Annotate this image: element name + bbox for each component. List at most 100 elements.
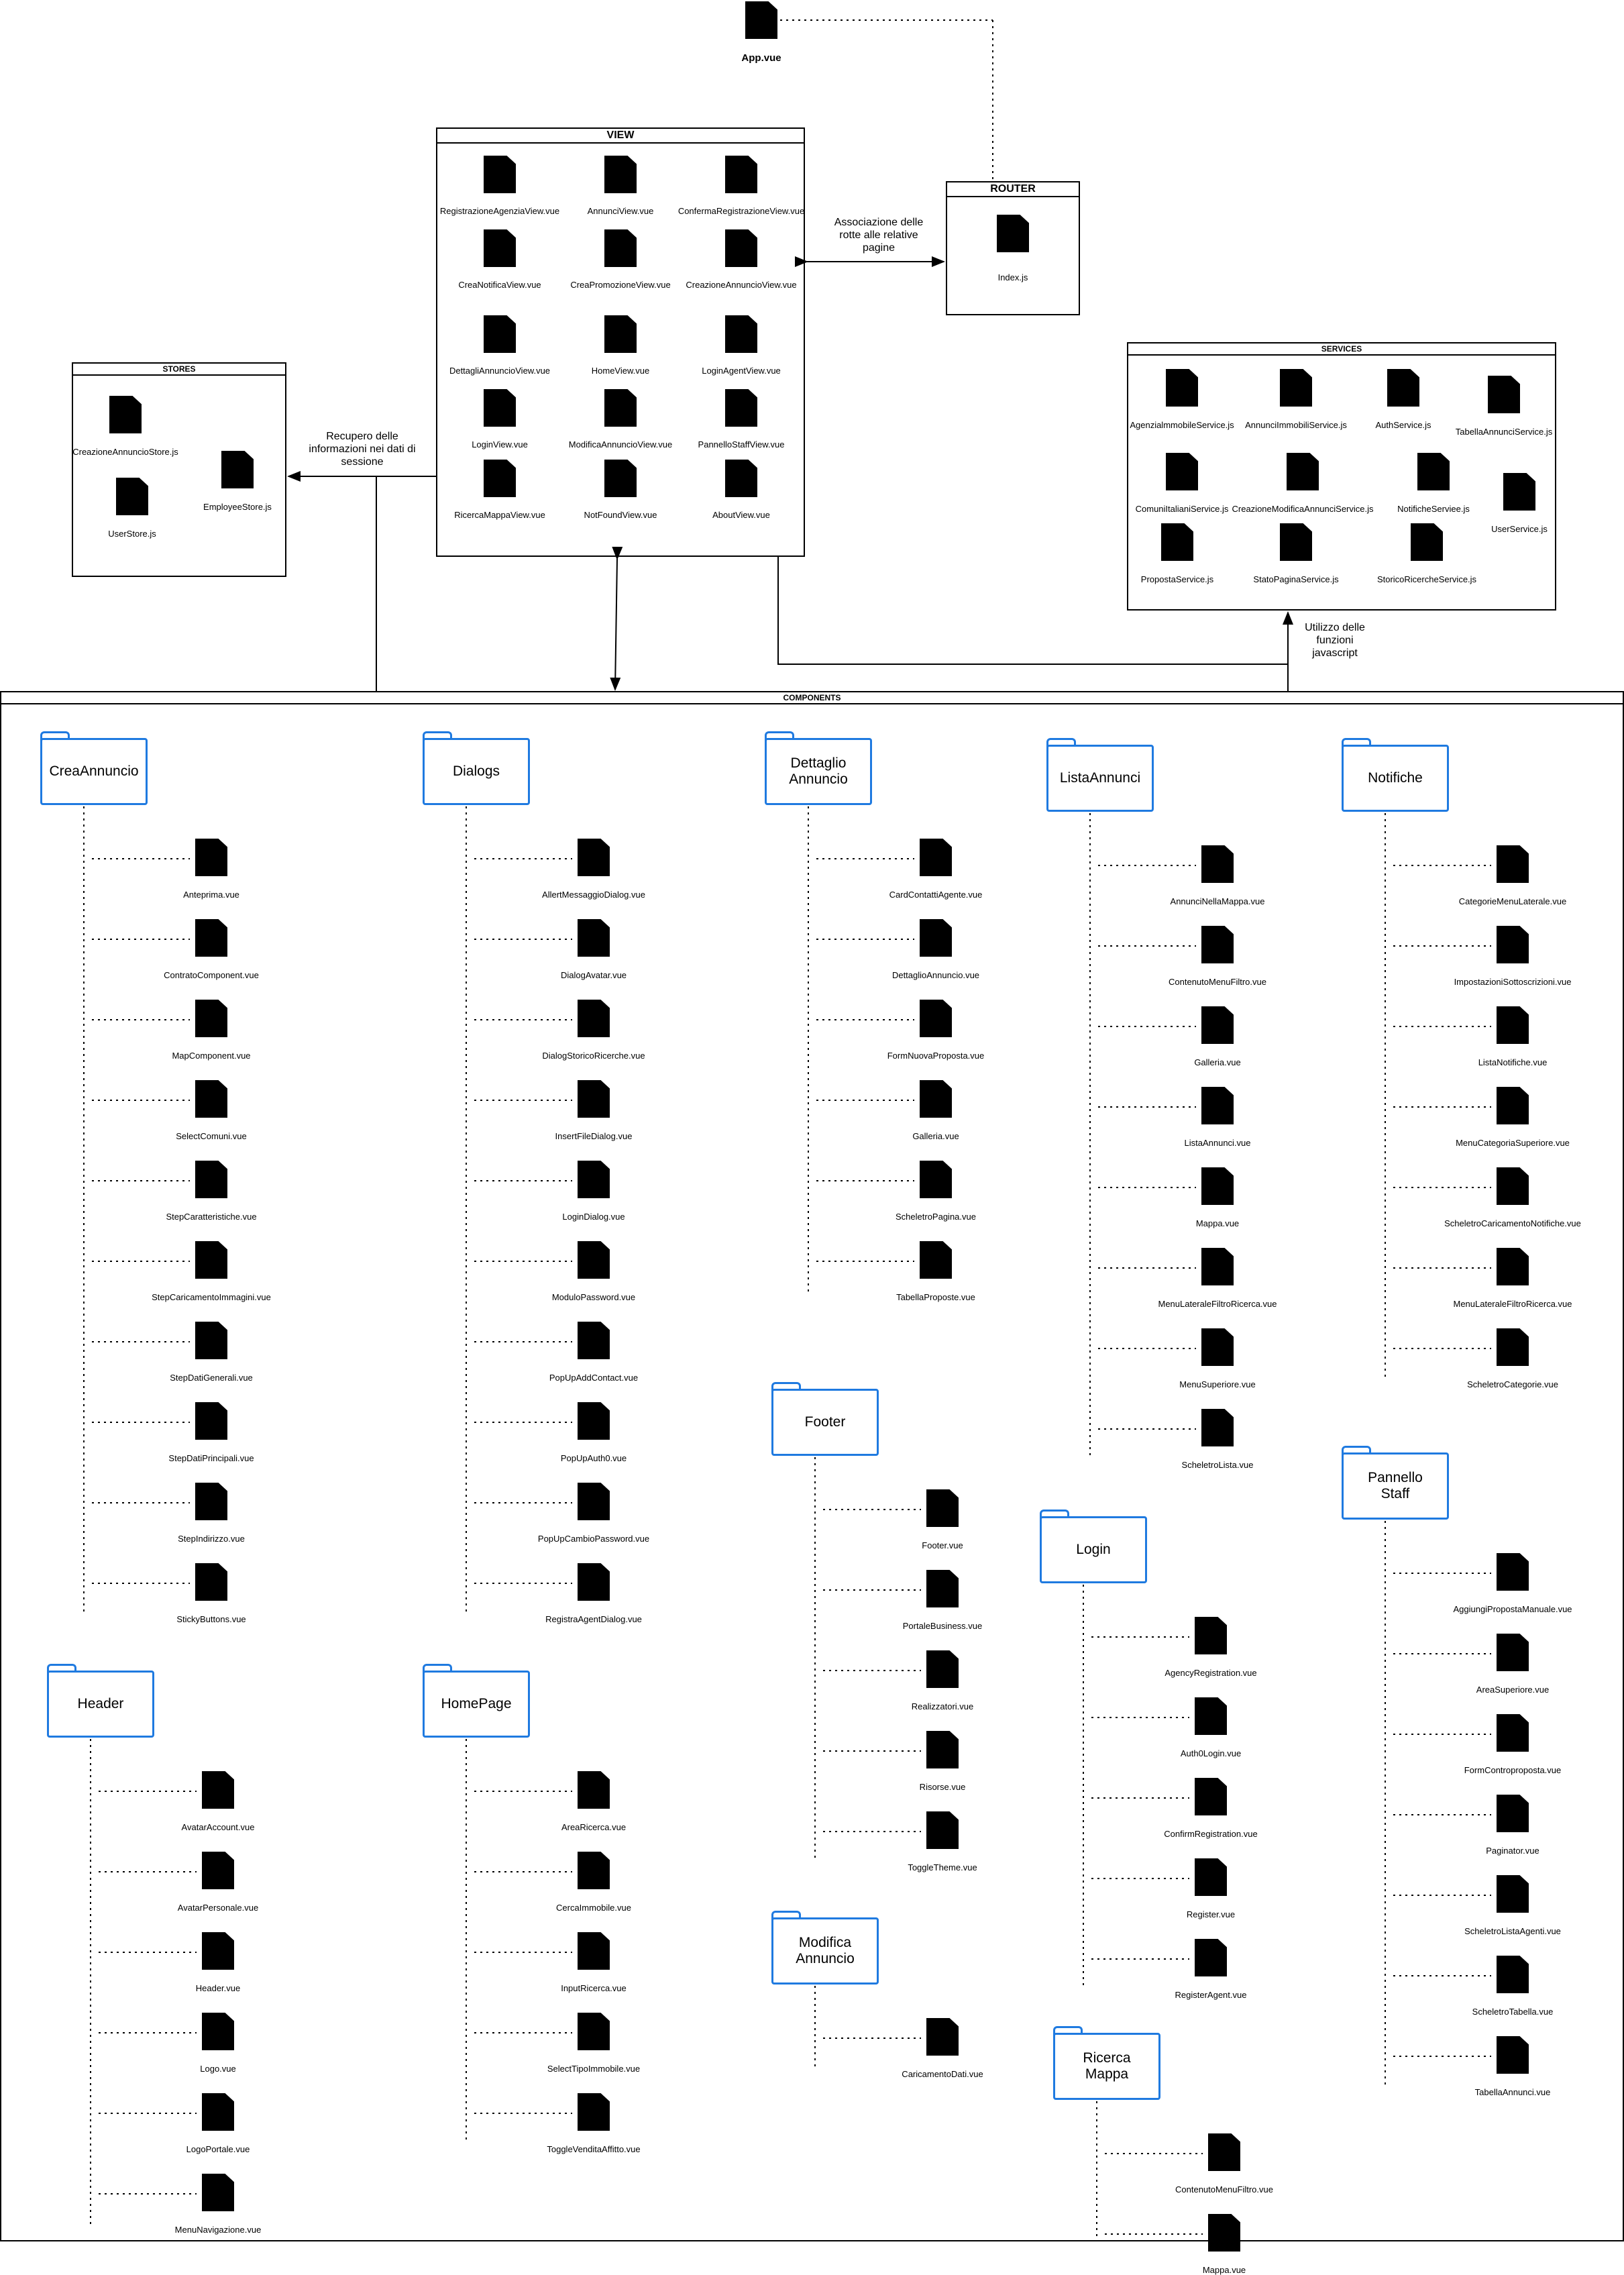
file-label: PannelloStaffView.vue [698, 439, 785, 449]
file-icon [195, 1000, 227, 1037]
folder-modifica-annuncio[interactable]: Modifica Annuncio [771, 1911, 879, 1985]
file-icon [920, 1080, 952, 1118]
file-icon [926, 2018, 959, 2056]
file-label: ConfirmRegistration.vue [1164, 1829, 1258, 1839]
file-icon [1497, 1795, 1529, 1832]
file-icon [484, 315, 516, 353]
file-label: PopUpCambioPassword.vue [537, 1534, 650, 1544]
folder-listaannunci[interactable]: ListaAnnunci [1046, 738, 1154, 812]
stores-box: STORES [72, 362, 286, 577]
file-label: CardContattiAgente.vue [889, 890, 983, 900]
file-label: Galleria.vue [912, 1131, 959, 1141]
folder-label: Dialogs [423, 738, 530, 805]
file-label: StepCaratteristiche.vue [166, 1212, 257, 1222]
file-label: MenuSuperiore.vue [1179, 1379, 1256, 1389]
file-label: ListaNotifiche.vue [1478, 1057, 1548, 1067]
file-icon [578, 919, 610, 957]
file-icon [725, 389, 757, 427]
file-label: ScheletroLista.vue [1181, 1460, 1254, 1470]
file-icon [1195, 1697, 1227, 1735]
file-icon [578, 1563, 610, 1601]
file-icon [1195, 1617, 1227, 1654]
view-title: VIEW [437, 129, 804, 144]
file-icon [1497, 1956, 1529, 1993]
file-label: Mappa.vue [1195, 1218, 1240, 1228]
file-label: AnnunciImmobiliService.js [1245, 420, 1347, 430]
file-icon [1201, 1248, 1234, 1285]
file-icon [578, 1852, 610, 1889]
file-label: Index.js [997, 272, 1028, 282]
file-icon [484, 156, 516, 193]
file-icon [578, 2013, 610, 2050]
components-box: COMPONENTS [0, 691, 1624, 2241]
file-label: AvatarPersonale.vue [177, 1903, 259, 1913]
file-label: ModuloPassword.vue [551, 1292, 636, 1302]
components-title: COMPONENTS [1, 692, 1623, 704]
file-label: ImpostazioniSottoscrizioni.vue [1454, 977, 1572, 987]
file-label: LoginView.vue [472, 439, 528, 449]
file-label: ToggleTheme.vue [908, 1862, 977, 1872]
file-label: ToggleVenditaAffitto.vue [547, 2144, 641, 2154]
file-label: AnnunciNellaMappa.vue [1170, 896, 1265, 906]
folder-label: Footer [771, 1389, 879, 1456]
file-icon [920, 919, 952, 957]
folder-header[interactable]: Header [47, 1664, 154, 1738]
folder-dettaglio-annuncio[interactable]: Dettaglio Annuncio [765, 731, 872, 805]
file-icon [1201, 1006, 1234, 1044]
file-label: CreazioneAnnuncioStore.js [72, 447, 178, 457]
folder-ricerca-mappa[interactable]: Ricerca Mappa [1053, 2026, 1160, 2100]
view-box: VIEW [436, 127, 805, 557]
services-title: SERVICES [1128, 343, 1555, 356]
stores-title: STORES [73, 364, 285, 376]
file-icon [920, 1000, 952, 1037]
file-label: AvatarAccount.vue [181, 1822, 255, 1832]
file-label: MenuLateraleFiltroRicerca.vue [1453, 1299, 1572, 1309]
folder-notifiche[interactable]: Notifiche [1342, 738, 1449, 812]
file-icon [578, 839, 610, 876]
file-icon [1166, 453, 1198, 490]
file-icon [1497, 1087, 1529, 1124]
folder-label: Header [47, 1671, 154, 1738]
file-icon [202, 2093, 234, 2131]
folder-label: ListaAnnunci [1046, 745, 1154, 812]
file-label: ScheletroTabella.vue [1472, 2007, 1554, 2017]
folder-homepage[interactable]: HomePage [423, 1664, 530, 1738]
file-icon [1195, 1778, 1227, 1815]
file-label: CreaNotificaView.vue [458, 280, 541, 290]
file-label: CreazioneModificaAnnunciService.js [1232, 504, 1374, 514]
folder-pannello-staff[interactable]: Pannello Staff [1342, 1446, 1449, 1520]
file-label: UserStore.js [108, 529, 156, 539]
file-label: Galleria.vue [1194, 1057, 1241, 1067]
folder-footer[interactable]: Footer [771, 1382, 879, 1456]
file-label: ScheletroPagina.vue [896, 1212, 976, 1222]
file-icon [1497, 1553, 1529, 1591]
file-label: CaricamentoDati.vue [902, 2069, 983, 2079]
router-box: ROUTER [946, 181, 1080, 315]
file-icon [920, 1161, 952, 1198]
file-icon [745, 1, 777, 39]
file-label: ScheletroCaricamentoNotifiche.vue [1444, 1218, 1581, 1228]
file-icon [1411, 523, 1443, 561]
file-label: FormNuovaProposta.vue [887, 1051, 985, 1061]
file-label: TabellaProposte.vue [896, 1292, 975, 1302]
file-label: Auth0Login.vue [1180, 1748, 1242, 1758]
file-label: Footer.vue [922, 1540, 963, 1550]
file-icon [1201, 1328, 1234, 1366]
file-label: AreaRicerca.vue [561, 1822, 627, 1832]
file-icon [1497, 2036, 1529, 2074]
folder-dialogs[interactable]: Dialogs [423, 731, 530, 805]
file-icon [1208, 2133, 1240, 2171]
file-icon [1201, 1167, 1234, 1205]
file-icon [926, 1489, 959, 1527]
file-icon [1497, 1167, 1529, 1205]
file-label: MapComponent.vue [172, 1051, 251, 1061]
file-label: NotFoundView.vue [584, 510, 657, 520]
folder-label: HomePage [423, 1671, 530, 1738]
file-label: AnnunciView.vue [587, 206, 654, 216]
file-label: MenuCategoriaSuperiore.vue [1456, 1138, 1570, 1148]
folder-login[interactable]: Login [1040, 1510, 1147, 1583]
file-icon [195, 1483, 227, 1520]
folder-creaannuncio[interactable]: CreaAnnuncio [40, 731, 148, 805]
file-icon [1201, 1087, 1234, 1124]
